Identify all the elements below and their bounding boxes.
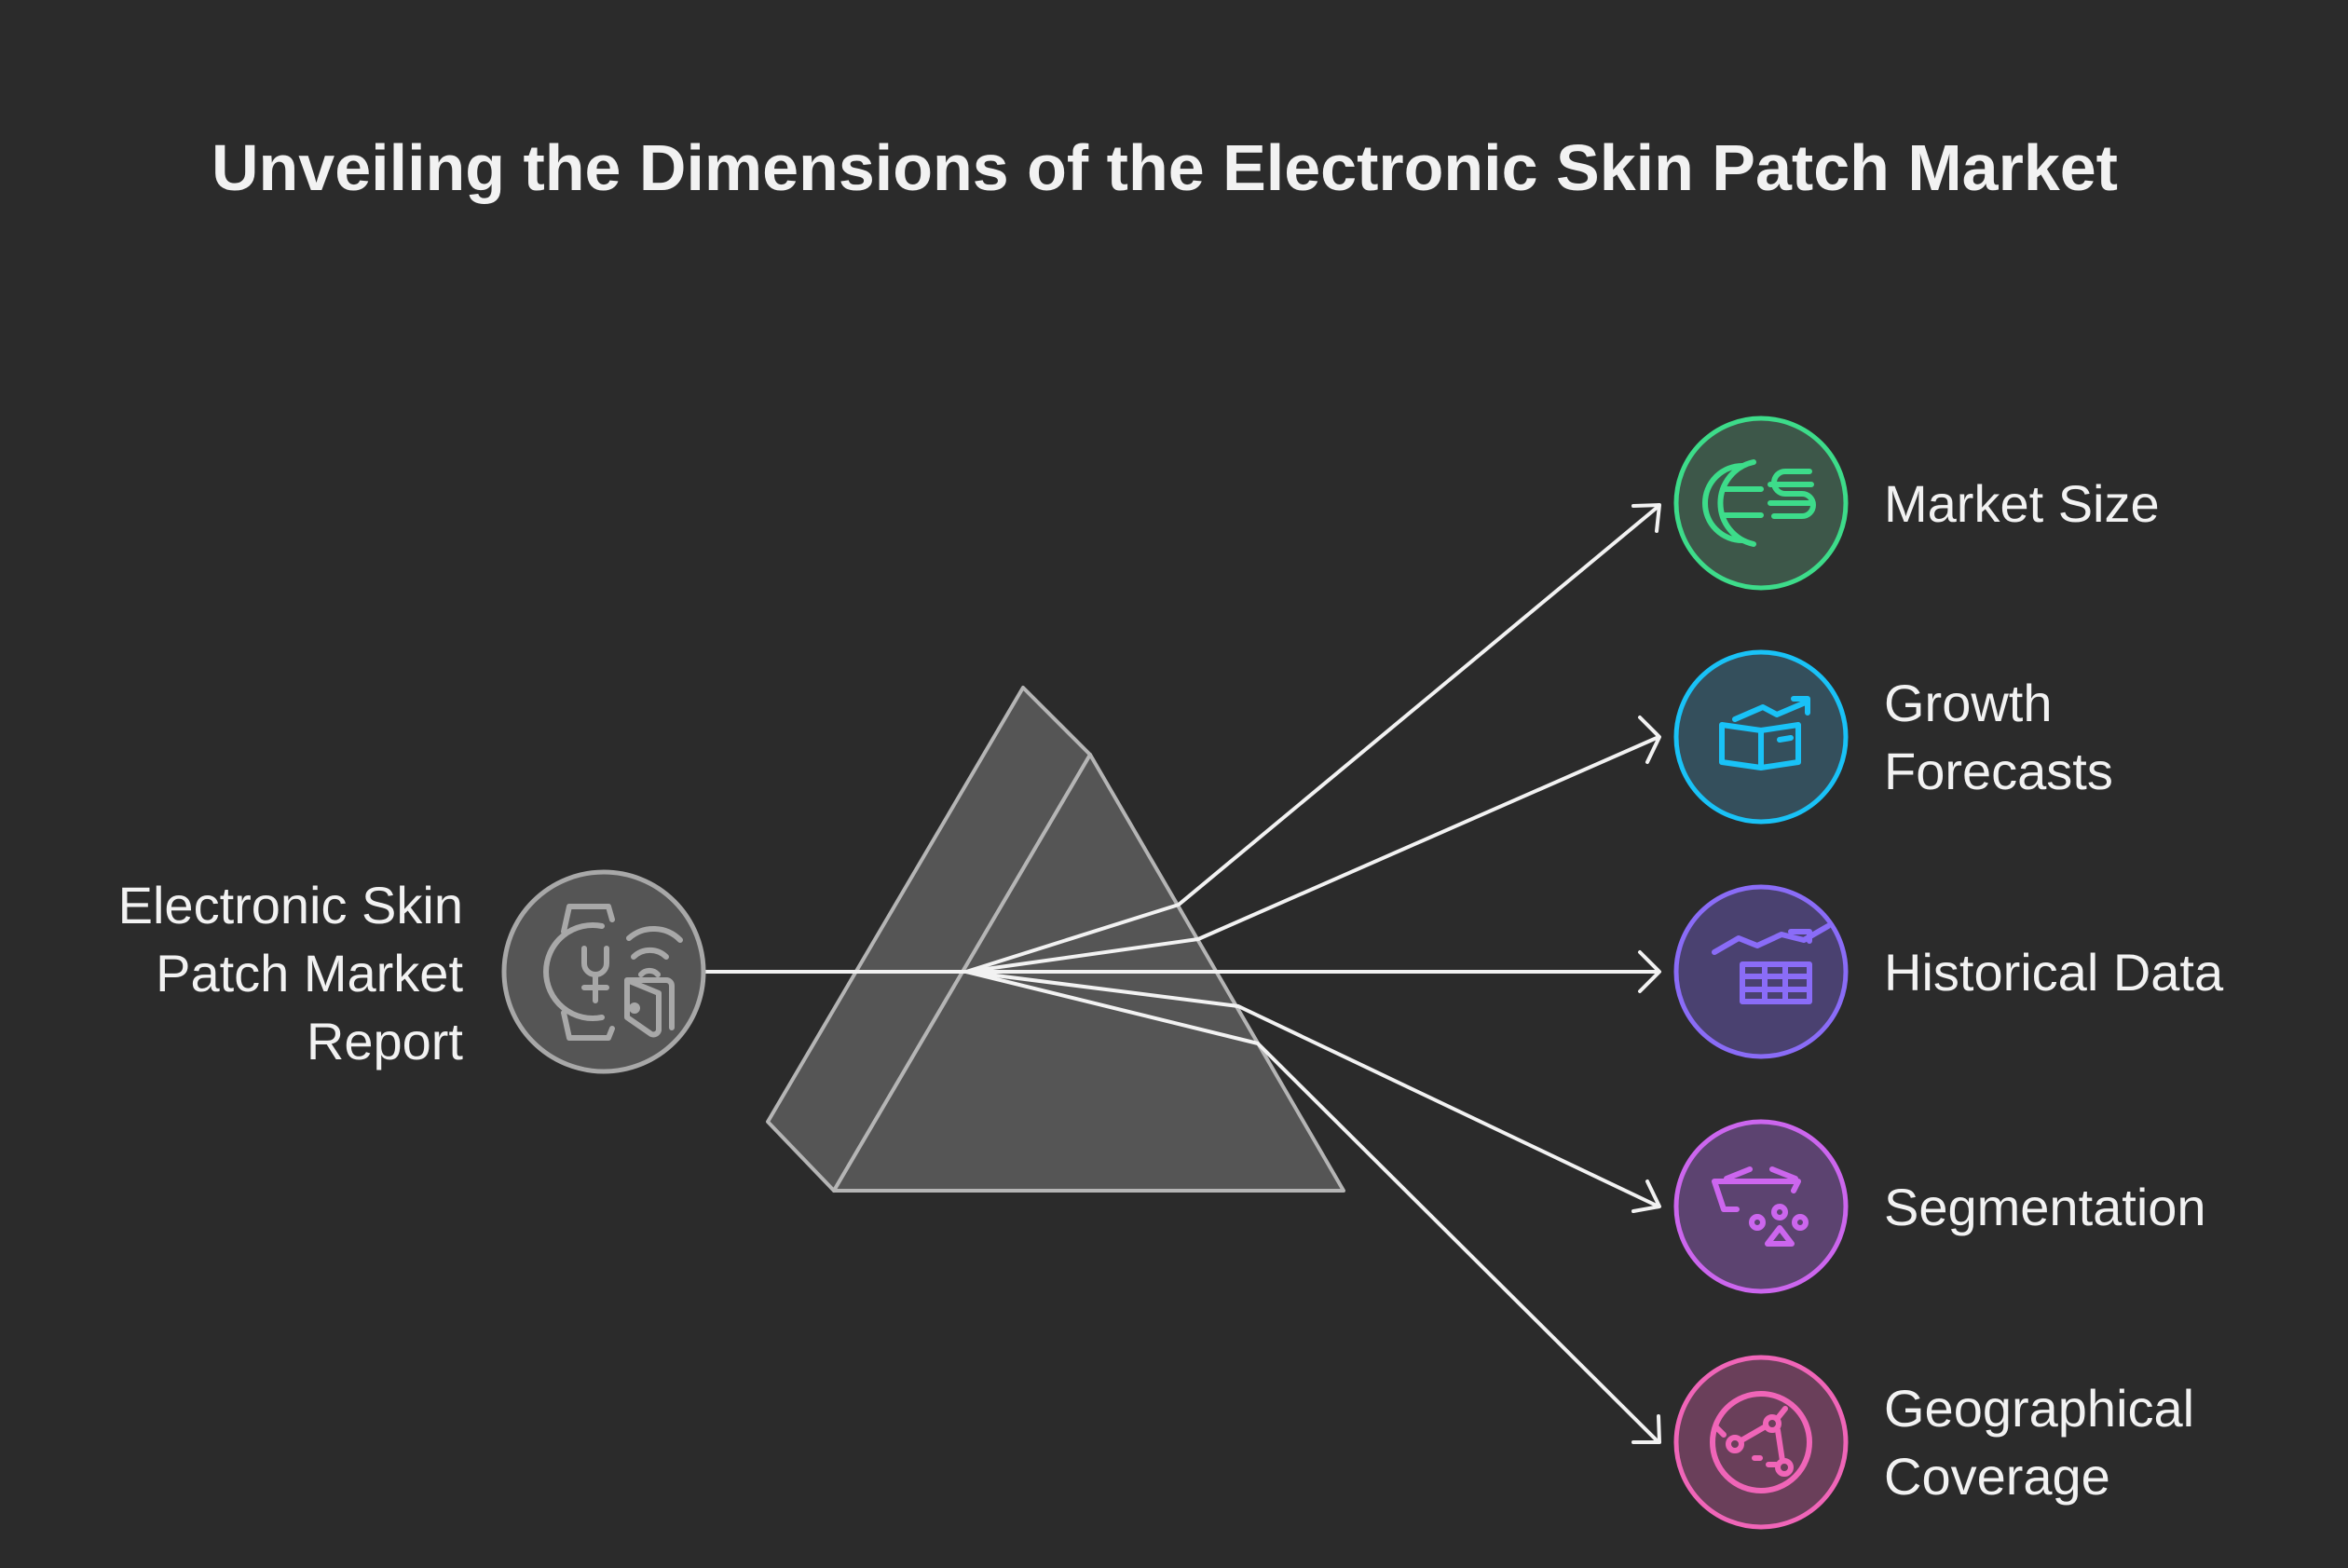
node-growth-forecasts	[1673, 649, 1849, 825]
ray-market-size	[964, 506, 1659, 974]
box-trend-icon	[1719, 696, 1810, 770]
diagram-title: Unveiling the Dimensions of the Electron…	[212, 131, 2118, 204]
label-historical-data: Historical Data	[1884, 938, 2223, 1006]
globe-dollar-icon	[1702, 459, 1816, 547]
ray-growth-forecasts	[964, 736, 1659, 974]
node-segmentation	[1673, 1119, 1849, 1294]
arrowhead-icon	[1638, 950, 1661, 993]
node-geographical-coverage	[1673, 1355, 1849, 1530]
node-market-size	[1673, 416, 1849, 591]
label-geographical-coverage: Geographical Coverage	[1884, 1374, 2194, 1510]
basket-shapes-icon	[1712, 1166, 1809, 1247]
label-line: Growth	[1884, 674, 2053, 732]
arrowhead-icon	[1631, 1414, 1661, 1444]
ray-geographical-coverage	[964, 970, 1659, 1442]
arrowhead-icon	[1638, 716, 1661, 764]
node-historical-data	[1673, 884, 1849, 1059]
table-trend-icon	[1712, 923, 1831, 1004]
ray-segmentation	[964, 970, 1659, 1207]
label-market-size: Market Size	[1884, 470, 2160, 538]
label-line: Forecasts	[1884, 742, 2113, 800]
source-label-line: Report	[306, 1012, 463, 1070]
arrowhead-icon	[1631, 503, 1661, 533]
label-line: Coverage	[1884, 1447, 2110, 1506]
source-label-line: Patch Market	[156, 944, 463, 1002]
label-line: Historical Data	[1884, 943, 2224, 1002]
label-line: Market Size	[1884, 474, 2160, 533]
label-line: Geographical	[1884, 1379, 2195, 1438]
label-growth-forecasts: Growth Forecasts	[1884, 669, 2113, 805]
arrowhead-icon	[1631, 1179, 1661, 1213]
source-label: Electronic Skin Patch Market Report	[118, 871, 463, 1075]
source-label-line: Electronic Skin	[117, 876, 463, 934]
label-line: Segmentation	[1884, 1178, 2206, 1236]
smartwatch-nfc-icon	[543, 904, 683, 1041]
globe-network-icon	[1710, 1391, 1812, 1493]
label-segmentation: Segmentation	[1884, 1173, 2206, 1241]
source-node	[501, 869, 706, 1074]
